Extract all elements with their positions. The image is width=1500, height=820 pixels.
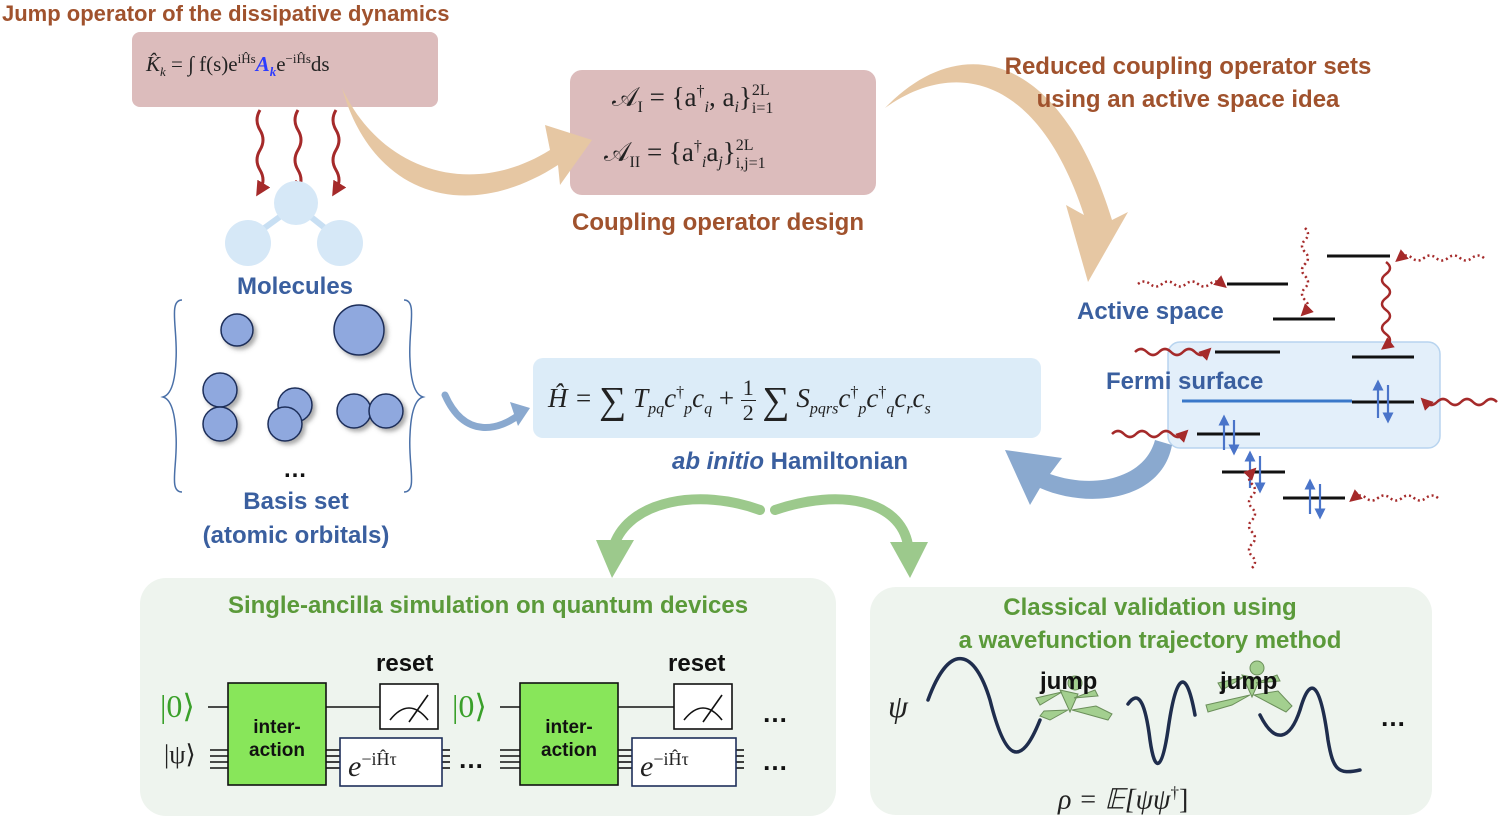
blue-arrow-fermi-to-hamiltonian xyxy=(1005,440,1172,505)
interaction-label-1a: inter- xyxy=(253,717,301,738)
psi-symbol: ψ xyxy=(888,688,908,724)
classical-validation-title-line2: a wavefunction trajectory method xyxy=(958,627,1342,654)
tan-arrow-to-active-space xyxy=(885,64,1128,282)
green-arrow-right xyxy=(770,494,913,550)
measurement-meter-icon xyxy=(379,683,439,730)
running-person-icon xyxy=(1205,660,1293,713)
circuit-dots-1: … xyxy=(458,744,484,774)
orbitals-ellipsis: … xyxy=(283,456,307,483)
interaction-label-2b: action xyxy=(541,740,597,761)
evolution-operator-2: e−iĤτ xyxy=(640,749,689,783)
left-brace xyxy=(160,299,183,493)
energy-levels xyxy=(1197,254,1414,500)
green-arrow-right-head xyxy=(890,542,928,578)
jump-operator-box xyxy=(132,32,438,107)
coupling-sets-box xyxy=(570,70,876,195)
hamiltonian-label: ab initio Hamiltonian xyxy=(600,450,980,474)
basis-set-label-line1: Basis set xyxy=(243,488,349,515)
active-space-wavy-arrows xyxy=(1111,261,1498,443)
jump-wavy-arrows xyxy=(255,109,347,197)
molecules-label: Molecules xyxy=(236,273,354,300)
fermi-surface-box xyxy=(1167,341,1441,449)
circuit-dots-2: … xyxy=(762,698,788,728)
jump-label-2: jump xyxy=(1220,668,1278,695)
evolution-box-2 xyxy=(631,737,737,787)
circuit-dots-3: … xyxy=(762,746,788,776)
green-arrow-left-head xyxy=(596,540,634,578)
measurement-meter-icon xyxy=(673,683,733,730)
blue-arrow-basis-head xyxy=(510,402,530,426)
wavefunction-segment-1 xyxy=(926,657,1042,754)
density-matrix-equation: ρ = 𝔼[ψψ†] xyxy=(1058,783,1189,816)
running-person-icon xyxy=(1035,675,1113,721)
circuit-wires xyxy=(208,706,744,769)
atomic-orbitals xyxy=(202,304,404,442)
ket-psi-1: |ψ⟩ xyxy=(164,740,196,769)
single-ancilla-title: Single-ancilla simulation on quantum dev… xyxy=(227,592,749,619)
hamiltonian-label-rest: Hamiltonian xyxy=(763,448,908,475)
jump-operator-title: Jump operator of the dissipative dynamic… xyxy=(2,1,450,26)
jump-operator-equation: K̂k = ∫ f(s)eiĤsAke−iĤsds xyxy=(146,51,330,80)
interaction-block-1 xyxy=(227,682,327,786)
wavefunction-segment-2 xyxy=(1126,680,1197,765)
molecule-icon xyxy=(225,181,363,266)
reduced-sets-title-line1: Reduced coupling operator sets xyxy=(1004,53,1372,80)
classical-validation-title-line1: Classical validation using xyxy=(1003,594,1297,621)
right-brace xyxy=(403,299,426,493)
interaction-label-2a: inter- xyxy=(545,717,593,738)
blue-arrow-basis-to-hamiltonian xyxy=(441,391,524,431)
ket-zero-1: |0⟩ xyxy=(160,688,195,724)
tan-arrow-to-coupling xyxy=(342,88,592,196)
electron-spins xyxy=(1218,379,1394,520)
reset-label-2: reset xyxy=(668,650,726,677)
trajectory-dots: … xyxy=(1380,702,1406,732)
ket-zero-2: |0⟩ xyxy=(452,688,487,724)
evolution-operator-1: e−iĤτ xyxy=(348,749,397,783)
reduced-sets-title-line2: using an active space idea xyxy=(1036,86,1340,113)
coupling-design-label: Coupling operator design xyxy=(572,209,864,236)
active-space-dotted-wavy-arrows xyxy=(1137,227,1485,569)
jump-label-1: jump xyxy=(1040,668,1098,695)
evolution-box-1 xyxy=(339,737,443,787)
interaction-block-2 xyxy=(519,682,619,786)
hamiltonian-box xyxy=(533,358,1041,438)
hamiltonian-label-italic: ab initio xyxy=(671,448,764,475)
green-arrow-left xyxy=(609,494,765,550)
active-space-label: Active space xyxy=(1077,298,1224,325)
wavefunction-segment-3 xyxy=(1258,686,1362,774)
fermi-surface-label: Fermi surface xyxy=(1106,368,1264,395)
classical-validation-box xyxy=(870,587,1432,815)
reset-label-1: reset xyxy=(376,650,434,677)
basis-set-label-line2: (atomic orbitals) xyxy=(202,522,390,549)
interaction-label-1b: action xyxy=(249,740,305,761)
